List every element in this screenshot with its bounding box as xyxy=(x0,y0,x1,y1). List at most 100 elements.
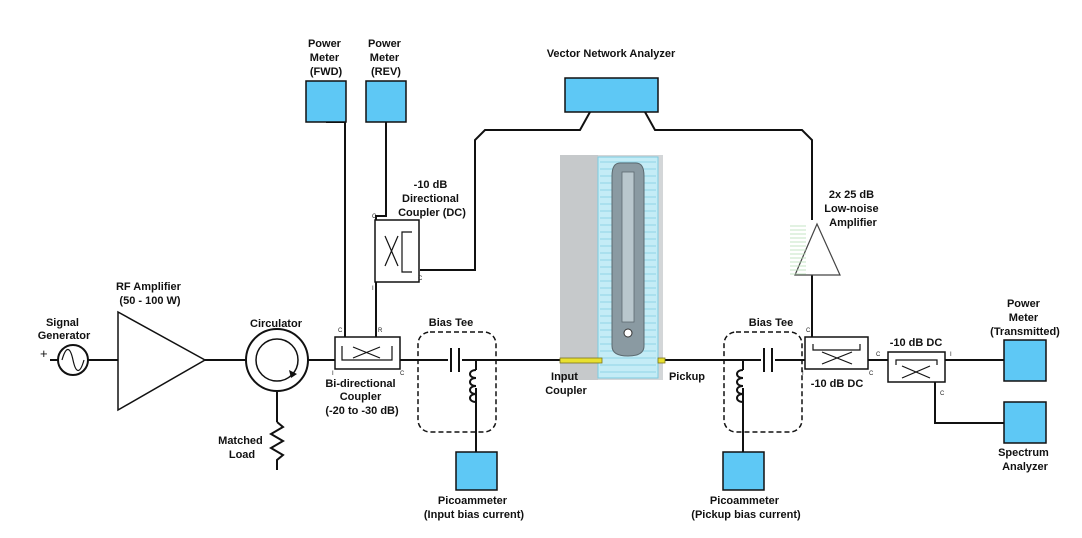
amplifier-triangle-icon xyxy=(117,310,207,412)
label-line: Meter xyxy=(1009,312,1039,324)
port-mark: C xyxy=(876,352,881,358)
label-line: RF Amplifier xyxy=(116,281,182,293)
bias-tee-outline xyxy=(723,331,803,433)
picoammeter-input-label: Picoammeter (Input bias current) xyxy=(424,495,525,521)
plunger-slot xyxy=(621,171,635,323)
label-line: Meter xyxy=(310,52,340,64)
label-line: Coupler (DC) xyxy=(398,207,466,219)
label-line: (Input bias current) xyxy=(424,509,525,521)
power-meter-transmitted-box xyxy=(1003,339,1047,382)
port-mark: C xyxy=(418,276,423,282)
label-line: (REV) xyxy=(371,66,401,78)
spectrum-analyzer-label: Spectrum Analyzer xyxy=(998,447,1052,473)
label-line: Load xyxy=(229,449,255,461)
input-coupler-label: Input Coupler xyxy=(545,371,587,397)
port-mark: I xyxy=(372,286,374,292)
circulator-inner xyxy=(255,338,299,382)
dc-coupler-far-right: C I C -10 dB DC xyxy=(876,337,952,397)
circulator-arrow-icon xyxy=(289,370,297,378)
chamber-left-wall xyxy=(560,155,598,380)
plus-mark: + xyxy=(40,346,48,361)
circulator: Circulator Matched Load xyxy=(218,318,309,461)
port-mark: I xyxy=(332,371,334,377)
port-mark: C xyxy=(940,391,945,397)
coupler-cross xyxy=(901,365,931,379)
rf-amplifier: RF Amplifier (50 - 100 W) xyxy=(116,281,207,412)
label-line: Bi-directional xyxy=(325,378,395,390)
label-line: (Transmitted) xyxy=(990,326,1060,338)
port-mark: I xyxy=(950,352,952,358)
pickup-label: Pickup xyxy=(669,371,705,383)
circulator-label: Circulator xyxy=(250,318,303,330)
picoammeter-input-box xyxy=(455,451,498,491)
picoammeter-pickup-box xyxy=(722,451,765,491)
port-mark: R xyxy=(378,328,383,334)
bias-tee-label: Bias Tee xyxy=(429,317,473,329)
bidirectional-coupler-label: Bi-directional Coupler (-20 to -30 dB) xyxy=(325,378,399,417)
port-mark: C xyxy=(372,214,377,220)
power-meter-rev-box xyxy=(365,80,407,123)
pickup-antenna xyxy=(657,357,666,364)
vna-label: Vector Network Analyzer xyxy=(547,48,676,60)
port-mark: C xyxy=(400,371,405,377)
power-meter-transmitted: Power Meter (Transmitted) xyxy=(990,298,1060,382)
coupler-cross xyxy=(384,235,399,267)
matched-load-resistor xyxy=(269,421,285,470)
directional-coupler-box xyxy=(374,219,420,283)
wire-dc-vna xyxy=(420,111,591,271)
label-line: Power xyxy=(308,38,342,50)
label-line: Picoammeter xyxy=(710,495,780,507)
port-mark: C xyxy=(338,328,343,334)
label-line: Signal xyxy=(46,317,79,329)
lna-hatching xyxy=(790,225,806,275)
label-line: Amplifier xyxy=(829,217,877,229)
bias-tee-right: Bias Tee xyxy=(723,317,803,433)
picoammeter-pickup-label: Picoammeter (Pickup bias current) xyxy=(691,495,801,521)
label-line: 2x 25 dB xyxy=(829,189,874,201)
lna-triangle-icon xyxy=(794,222,841,276)
port-mark: I xyxy=(802,371,804,377)
coupler-through-line xyxy=(401,231,412,273)
dc-coupler-box xyxy=(804,336,869,370)
port-mark: C xyxy=(806,328,811,334)
label-line: Directional xyxy=(402,193,459,205)
spectrum-analyzer: Spectrum Analyzer xyxy=(998,401,1052,473)
label-line: Input xyxy=(551,371,578,383)
label-line: Coupler xyxy=(545,385,587,397)
label-line: Picoammeter xyxy=(438,495,508,507)
bias-tee-left: Bias Tee xyxy=(417,317,497,433)
bidirectional-coupler: C R I C Bi-directional Coupler (-20 to -… xyxy=(325,328,405,417)
wire-dc-spectrum xyxy=(934,382,1004,424)
matched-load-label: Matched Load xyxy=(218,435,266,461)
coupler-through-line xyxy=(895,359,938,365)
label-line: Spectrum xyxy=(998,447,1049,459)
coupler-through-line xyxy=(812,344,861,351)
cavity-chamber: Input Coupler Pickup xyxy=(545,155,705,397)
label-line: Analyzer xyxy=(1002,461,1049,473)
lna-label: 2x 25 dB Low-noise Amplifier xyxy=(824,189,881,229)
dc-coupler-box xyxy=(887,351,946,383)
sine-icon xyxy=(61,348,85,372)
label-line: Matched xyxy=(218,435,263,447)
plunger-screw-icon xyxy=(623,328,633,338)
bias-tee-label: Bias Tee xyxy=(749,317,793,329)
power-meter-transmitted-label: Power Meter (Transmitted) xyxy=(990,298,1060,338)
label-line: Power xyxy=(368,38,402,50)
wire-vna-lna xyxy=(644,111,813,220)
coupler-cross xyxy=(352,346,381,359)
label-line: (Pickup bias current) xyxy=(691,509,801,521)
vector-network-analyzer: Vector Network Analyzer xyxy=(547,48,676,113)
coupler-through-line xyxy=(341,346,393,361)
inductor-coil-icon xyxy=(736,369,744,403)
label-line: (-20 to -30 dB) xyxy=(325,405,399,417)
wiring xyxy=(50,111,1004,470)
label-line: (50 - 100 W) xyxy=(119,295,180,307)
label-line: Meter xyxy=(370,52,400,64)
signal-generator-label: Signal Generator xyxy=(38,317,91,342)
power-meter-fwd-box xyxy=(305,80,347,123)
bias-tee-outline xyxy=(417,331,497,433)
power-meter-rev-label: Power Meter (REV) xyxy=(368,38,404,78)
label-line: Power xyxy=(1007,298,1041,310)
label-line: -10 dB xyxy=(414,179,448,191)
